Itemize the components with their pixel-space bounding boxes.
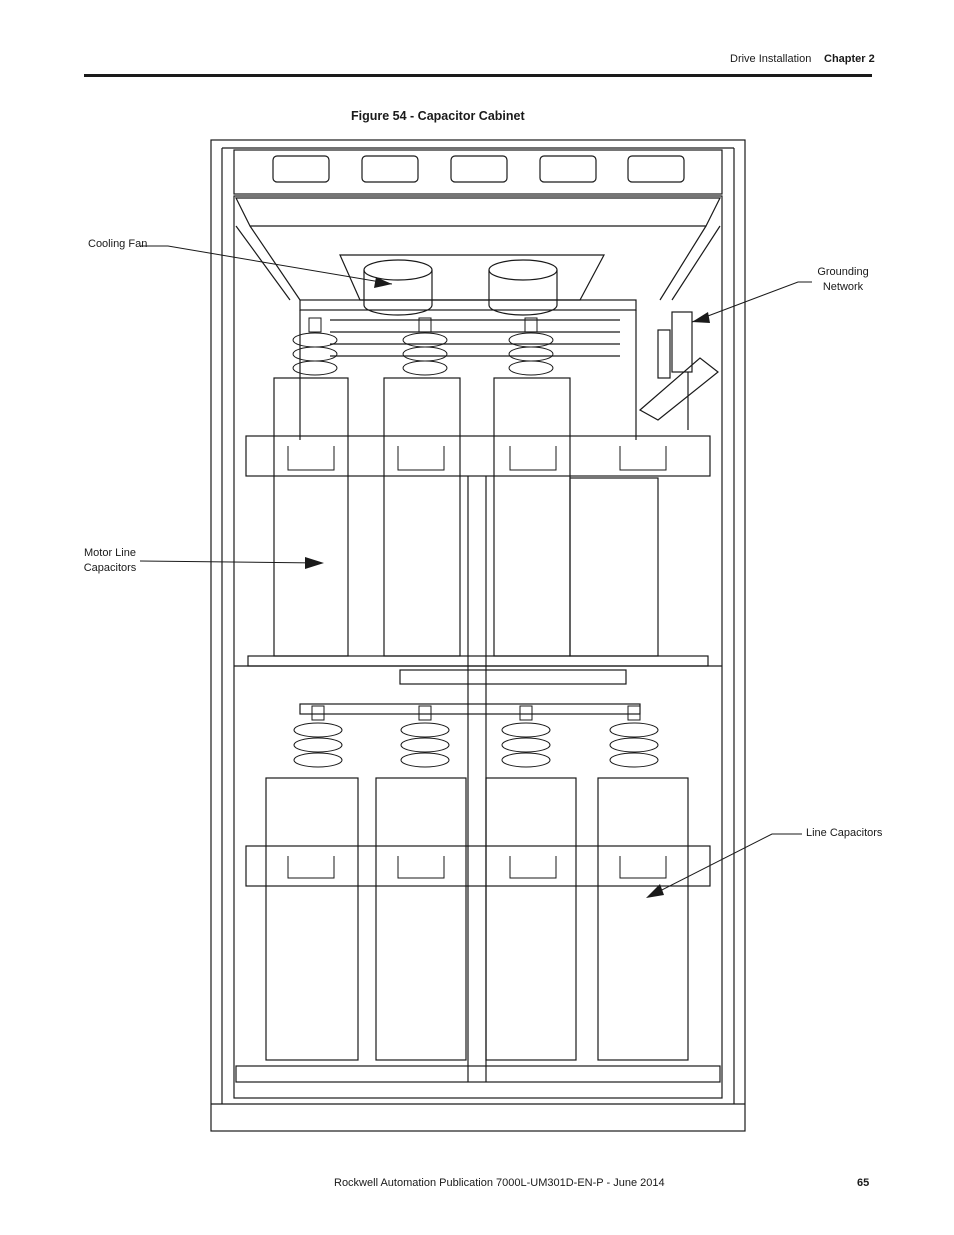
cabinet-outline bbox=[210, 139, 746, 1132]
footer-publication: Rockwell Automation Publication 7000L-UM… bbox=[334, 1177, 665, 1189]
running-header-section: Drive Installation bbox=[730, 53, 812, 65]
motor-line-capacitors bbox=[273, 377, 659, 657]
callout-motor-line-capacitors-line2: Capacitors bbox=[83, 562, 137, 574]
page-number: 65 bbox=[857, 1177, 870, 1189]
callout-leaders bbox=[139, 245, 812, 897]
header-rule bbox=[84, 74, 872, 77]
grounding-network bbox=[638, 311, 719, 430]
upper-mounting-bar bbox=[245, 435, 711, 477]
callout-line-capacitors: Line Capacitors bbox=[806, 827, 883, 839]
figure-caption: Figure 54 - Capacitor Cabinet bbox=[351, 109, 525, 123]
callout-cooling-fan: Cooling Fan bbox=[88, 238, 148, 250]
callout-grounding-network-line2: Network bbox=[822, 281, 864, 293]
motor-capacitor-bushings bbox=[292, 317, 554, 376]
callout-grounding-network-line1: Grounding bbox=[817, 266, 869, 278]
callout-arrowheads bbox=[305, 277, 710, 898]
lower-mounting-bar bbox=[245, 845, 711, 887]
running-header-chapter: Chapter 2 bbox=[824, 53, 875, 65]
top-vent-slots bbox=[272, 155, 685, 183]
line-capacitors bbox=[265, 777, 689, 1061]
callout-grounding-network: Grounding Network bbox=[815, 265, 871, 295]
line-capacitor-bushings bbox=[293, 705, 659, 768]
callout-motor-line-capacitors-line1: Motor Line bbox=[84, 547, 136, 559]
cooling-fan bbox=[363, 259, 558, 316]
callout-motor-line-capacitors: Motor Line Capacitors bbox=[82, 546, 138, 576]
